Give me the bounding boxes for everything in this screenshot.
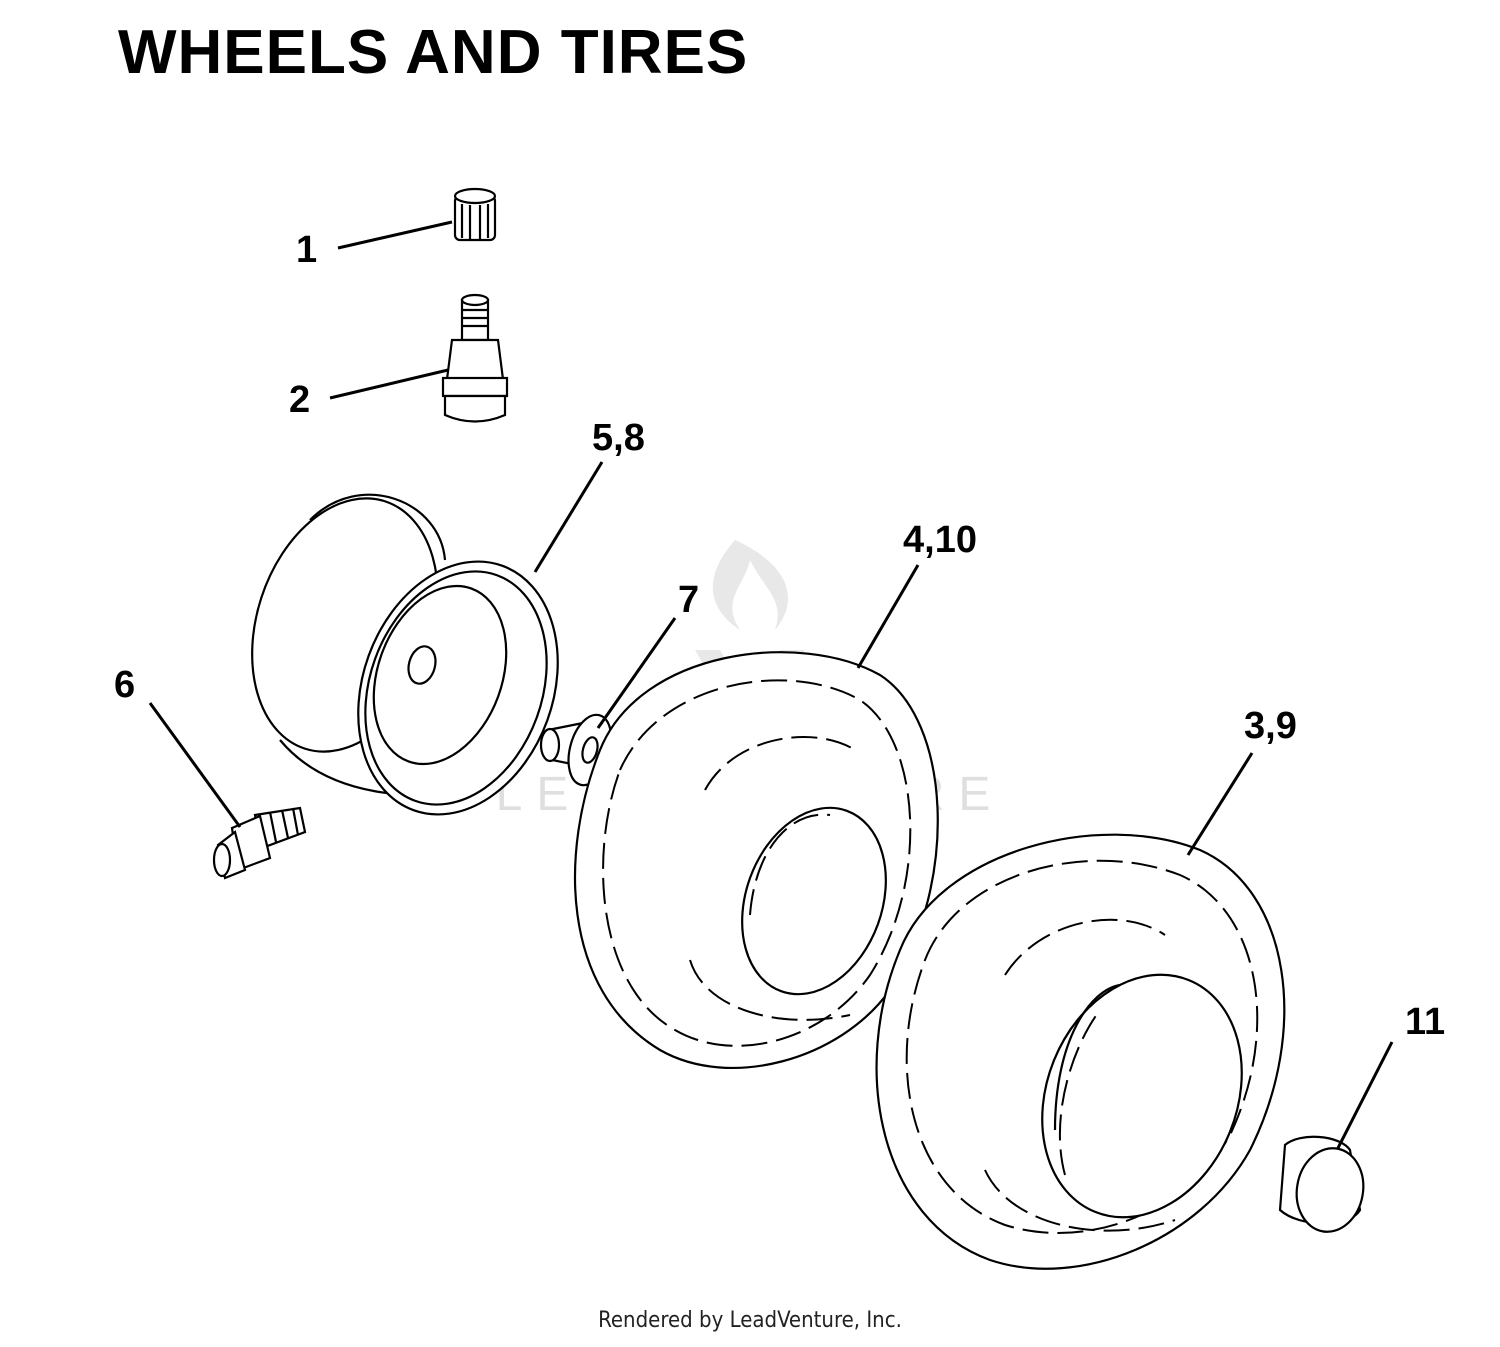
callout-5-8: 5,8 [592,417,645,459]
stud-part[interactable] [212,806,307,880]
tire-front-part[interactable] [573,651,939,1069]
leader-line-5-8 [533,461,604,573]
footer-credit: Rendered by LeadVenture, Inc. [598,1308,902,1333]
leader-line-1 [337,220,453,250]
callout-1: 1 [296,229,317,271]
flame-logo-icon [712,540,788,630]
leader-line-2 [329,368,449,400]
callout-11: 11 [1405,1001,1445,1043]
callout-7: 7 [678,579,699,621]
leader-line-7 [596,617,677,729]
leader-line-3-9 [1186,752,1254,856]
hub-cap-part[interactable] [1278,1135,1370,1237]
leader-line-6 [148,702,242,828]
leader-line-11 [1336,1041,1394,1149]
tire-rear-part[interactable] [875,833,1286,1270]
callout-6: 6 [114,664,135,706]
callout-4-10: 4,10 [903,519,977,561]
callout-3-9: 3,9 [1244,705,1297,747]
callout-2: 2 [289,379,310,421]
leader-line-4-10 [856,564,920,669]
valve-cap-part[interactable] [453,187,497,242]
valve-stem-part[interactable] [441,293,509,423]
wheel-rim-part[interactable] [221,474,592,842]
page-title: WHEELS AND TIRES [118,18,749,87]
